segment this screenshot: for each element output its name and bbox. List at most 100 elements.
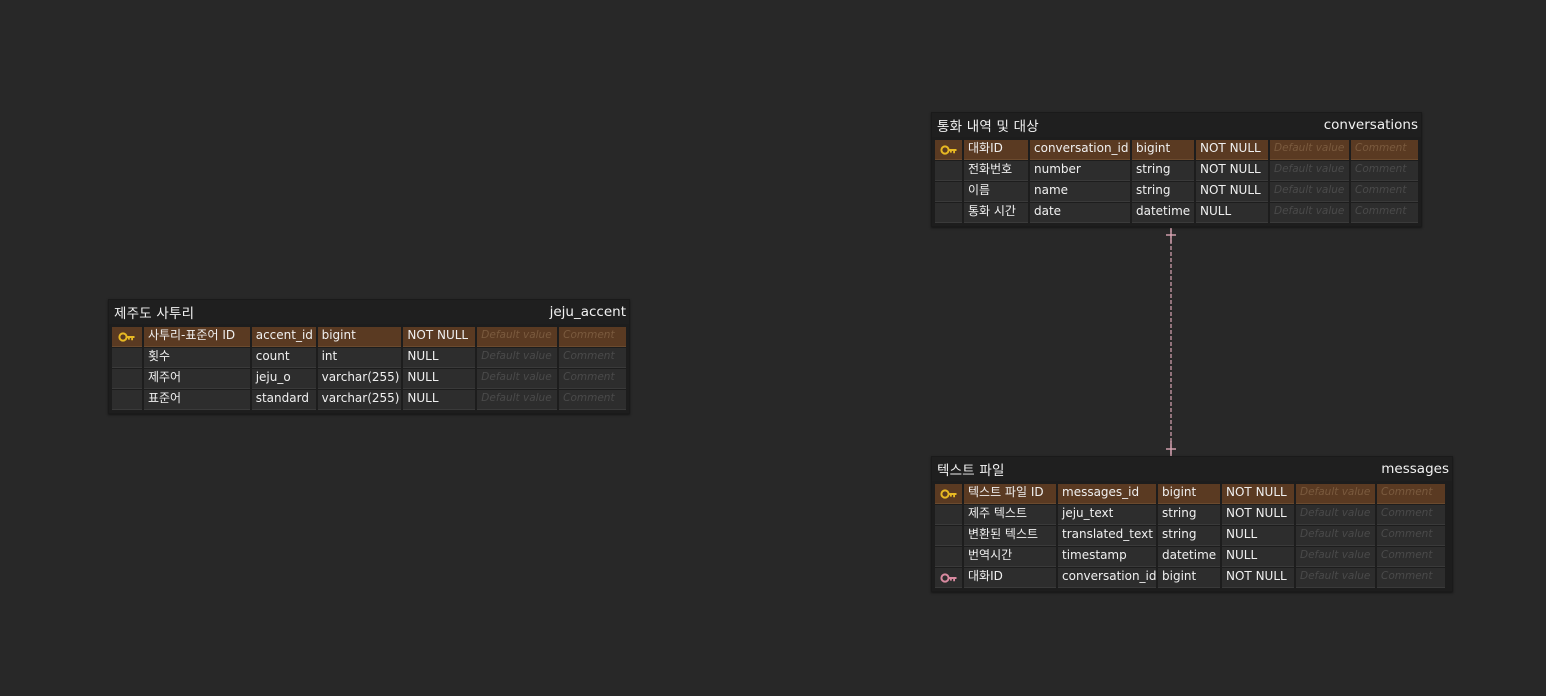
key-toggle[interactable]: [935, 182, 962, 202]
column-label[interactable]: 제주어: [143, 369, 250, 389]
default-value-field[interactable]: Default value: [477, 369, 558, 389]
column-label[interactable]: 제주 텍스트: [964, 505, 1056, 525]
column-name[interactable]: accent_id: [251, 327, 316, 347]
key-toggle[interactable]: [935, 203, 962, 223]
column-nullable[interactable]: NOT NULL: [1222, 484, 1294, 504]
column-name[interactable]: standard: [251, 390, 316, 410]
column-name[interactable]: name: [1030, 182, 1130, 202]
column-label[interactable]: 통화 시간: [964, 203, 1028, 223]
column-nullable[interactable]: NULL: [1196, 203, 1268, 223]
comment-field[interactable]: Comment: [1377, 505, 1445, 525]
column-nullable[interactable]: NOT NULL: [1222, 568, 1294, 588]
column-nullable[interactable]: NULL: [403, 390, 476, 410]
column-label[interactable]: 번역시간: [964, 547, 1056, 567]
column-label[interactable]: 변환된 텍스트: [964, 526, 1056, 546]
column-nullable[interactable]: NOT NULL: [1196, 140, 1268, 160]
key-toggle[interactable]: [112, 369, 142, 389]
comment-field[interactable]: Comment: [559, 348, 626, 368]
comment-field[interactable]: Comment: [1351, 182, 1418, 202]
column-type[interactable]: int: [317, 348, 402, 368]
comment-field[interactable]: Comment: [1377, 568, 1445, 588]
table-title[interactable]: 텍스트 파일: [937, 463, 1005, 479]
column-name[interactable]: conversation_id: [1030, 140, 1130, 160]
default-value-field[interactable]: Default value: [1296, 484, 1375, 504]
column-name[interactable]: messages_id: [1058, 484, 1156, 504]
column-nullable[interactable]: NULL: [403, 369, 476, 389]
primary-key-icon[interactable]: [935, 140, 962, 160]
column-nullable[interactable]: NOT NULL: [1222, 505, 1294, 525]
default-value-field[interactable]: Default value: [1296, 547, 1375, 567]
column-type[interactable]: varchar(255): [317, 390, 402, 410]
column-label[interactable]: 이름: [964, 182, 1028, 202]
table-header[interactable]: 제주도 사투리 jeju_accent: [109, 300, 629, 324]
column-type[interactable]: string: [1132, 161, 1194, 181]
comment-field[interactable]: Comment: [1377, 526, 1445, 546]
comment-field[interactable]: Comment: [559, 390, 626, 410]
key-toggle[interactable]: [935, 161, 962, 181]
comment-field[interactable]: Comment: [1351, 161, 1418, 181]
column-type[interactable]: bigint: [317, 327, 402, 347]
table-header[interactable]: 텍스트 파일 messages: [932, 457, 1452, 481]
table-header[interactable]: 통화 내역 및 대상 conversations: [932, 113, 1421, 137]
default-value-field[interactable]: Default value: [477, 390, 558, 410]
column-name[interactable]: number: [1030, 161, 1130, 181]
column-name[interactable]: jeju_o: [251, 369, 316, 389]
key-toggle[interactable]: [112, 348, 142, 368]
default-value-field[interactable]: Default value: [1270, 140, 1349, 160]
column-name[interactable]: timestamp: [1058, 547, 1156, 567]
comment-field[interactable]: Comment: [1351, 203, 1418, 223]
column-type[interactable]: datetime: [1132, 203, 1194, 223]
primary-key-icon[interactable]: [112, 327, 142, 347]
default-value-field[interactable]: Default value: [477, 348, 558, 368]
comment-field[interactable]: Comment: [1377, 547, 1445, 567]
column-nullable[interactable]: NOT NULL: [403, 327, 476, 347]
column-nullable[interactable]: NOT NULL: [1196, 161, 1268, 181]
column-nullable[interactable]: NULL: [403, 348, 476, 368]
column-label[interactable]: 전화번호: [964, 161, 1028, 181]
column-name[interactable]: count: [251, 348, 316, 368]
column-nullable[interactable]: NULL: [1222, 526, 1294, 546]
comment-field[interactable]: Comment: [559, 369, 626, 389]
column-type[interactable]: bigint: [1132, 140, 1194, 160]
table-title[interactable]: 제주도 사투리: [114, 306, 195, 322]
table-name[interactable]: conversations: [1323, 117, 1418, 133]
column-name[interactable]: date: [1030, 203, 1130, 223]
column-name[interactable]: jeju_text: [1058, 505, 1156, 525]
column-nullable[interactable]: NOT NULL: [1196, 182, 1268, 202]
column-label[interactable]: 사투리-표준어 ID: [143, 327, 250, 347]
foreign-key-icon[interactable]: [935, 568, 962, 588]
column-label[interactable]: 텍스트 파일 ID: [964, 484, 1056, 504]
key-toggle[interactable]: [112, 390, 142, 410]
default-value-field[interactable]: Default value: [1296, 526, 1375, 546]
column-type[interactable]: varchar(255): [317, 369, 402, 389]
primary-key-icon[interactable]: [935, 484, 962, 504]
comment-field[interactable]: Comment: [559, 327, 626, 347]
column-type[interactable]: string: [1158, 505, 1220, 525]
default-value-field[interactable]: Default value: [1296, 568, 1375, 588]
key-toggle[interactable]: [935, 526, 962, 546]
column-name[interactable]: translated_text: [1058, 526, 1156, 546]
column-label[interactable]: 대화ID: [964, 140, 1028, 160]
table-title[interactable]: 통화 내역 및 대상: [937, 119, 1039, 135]
column-label[interactable]: 횟수: [143, 348, 250, 368]
comment-field[interactable]: Comment: [1351, 140, 1418, 160]
column-type[interactable]: string: [1158, 526, 1220, 546]
column-type[interactable]: bigint: [1158, 568, 1220, 588]
